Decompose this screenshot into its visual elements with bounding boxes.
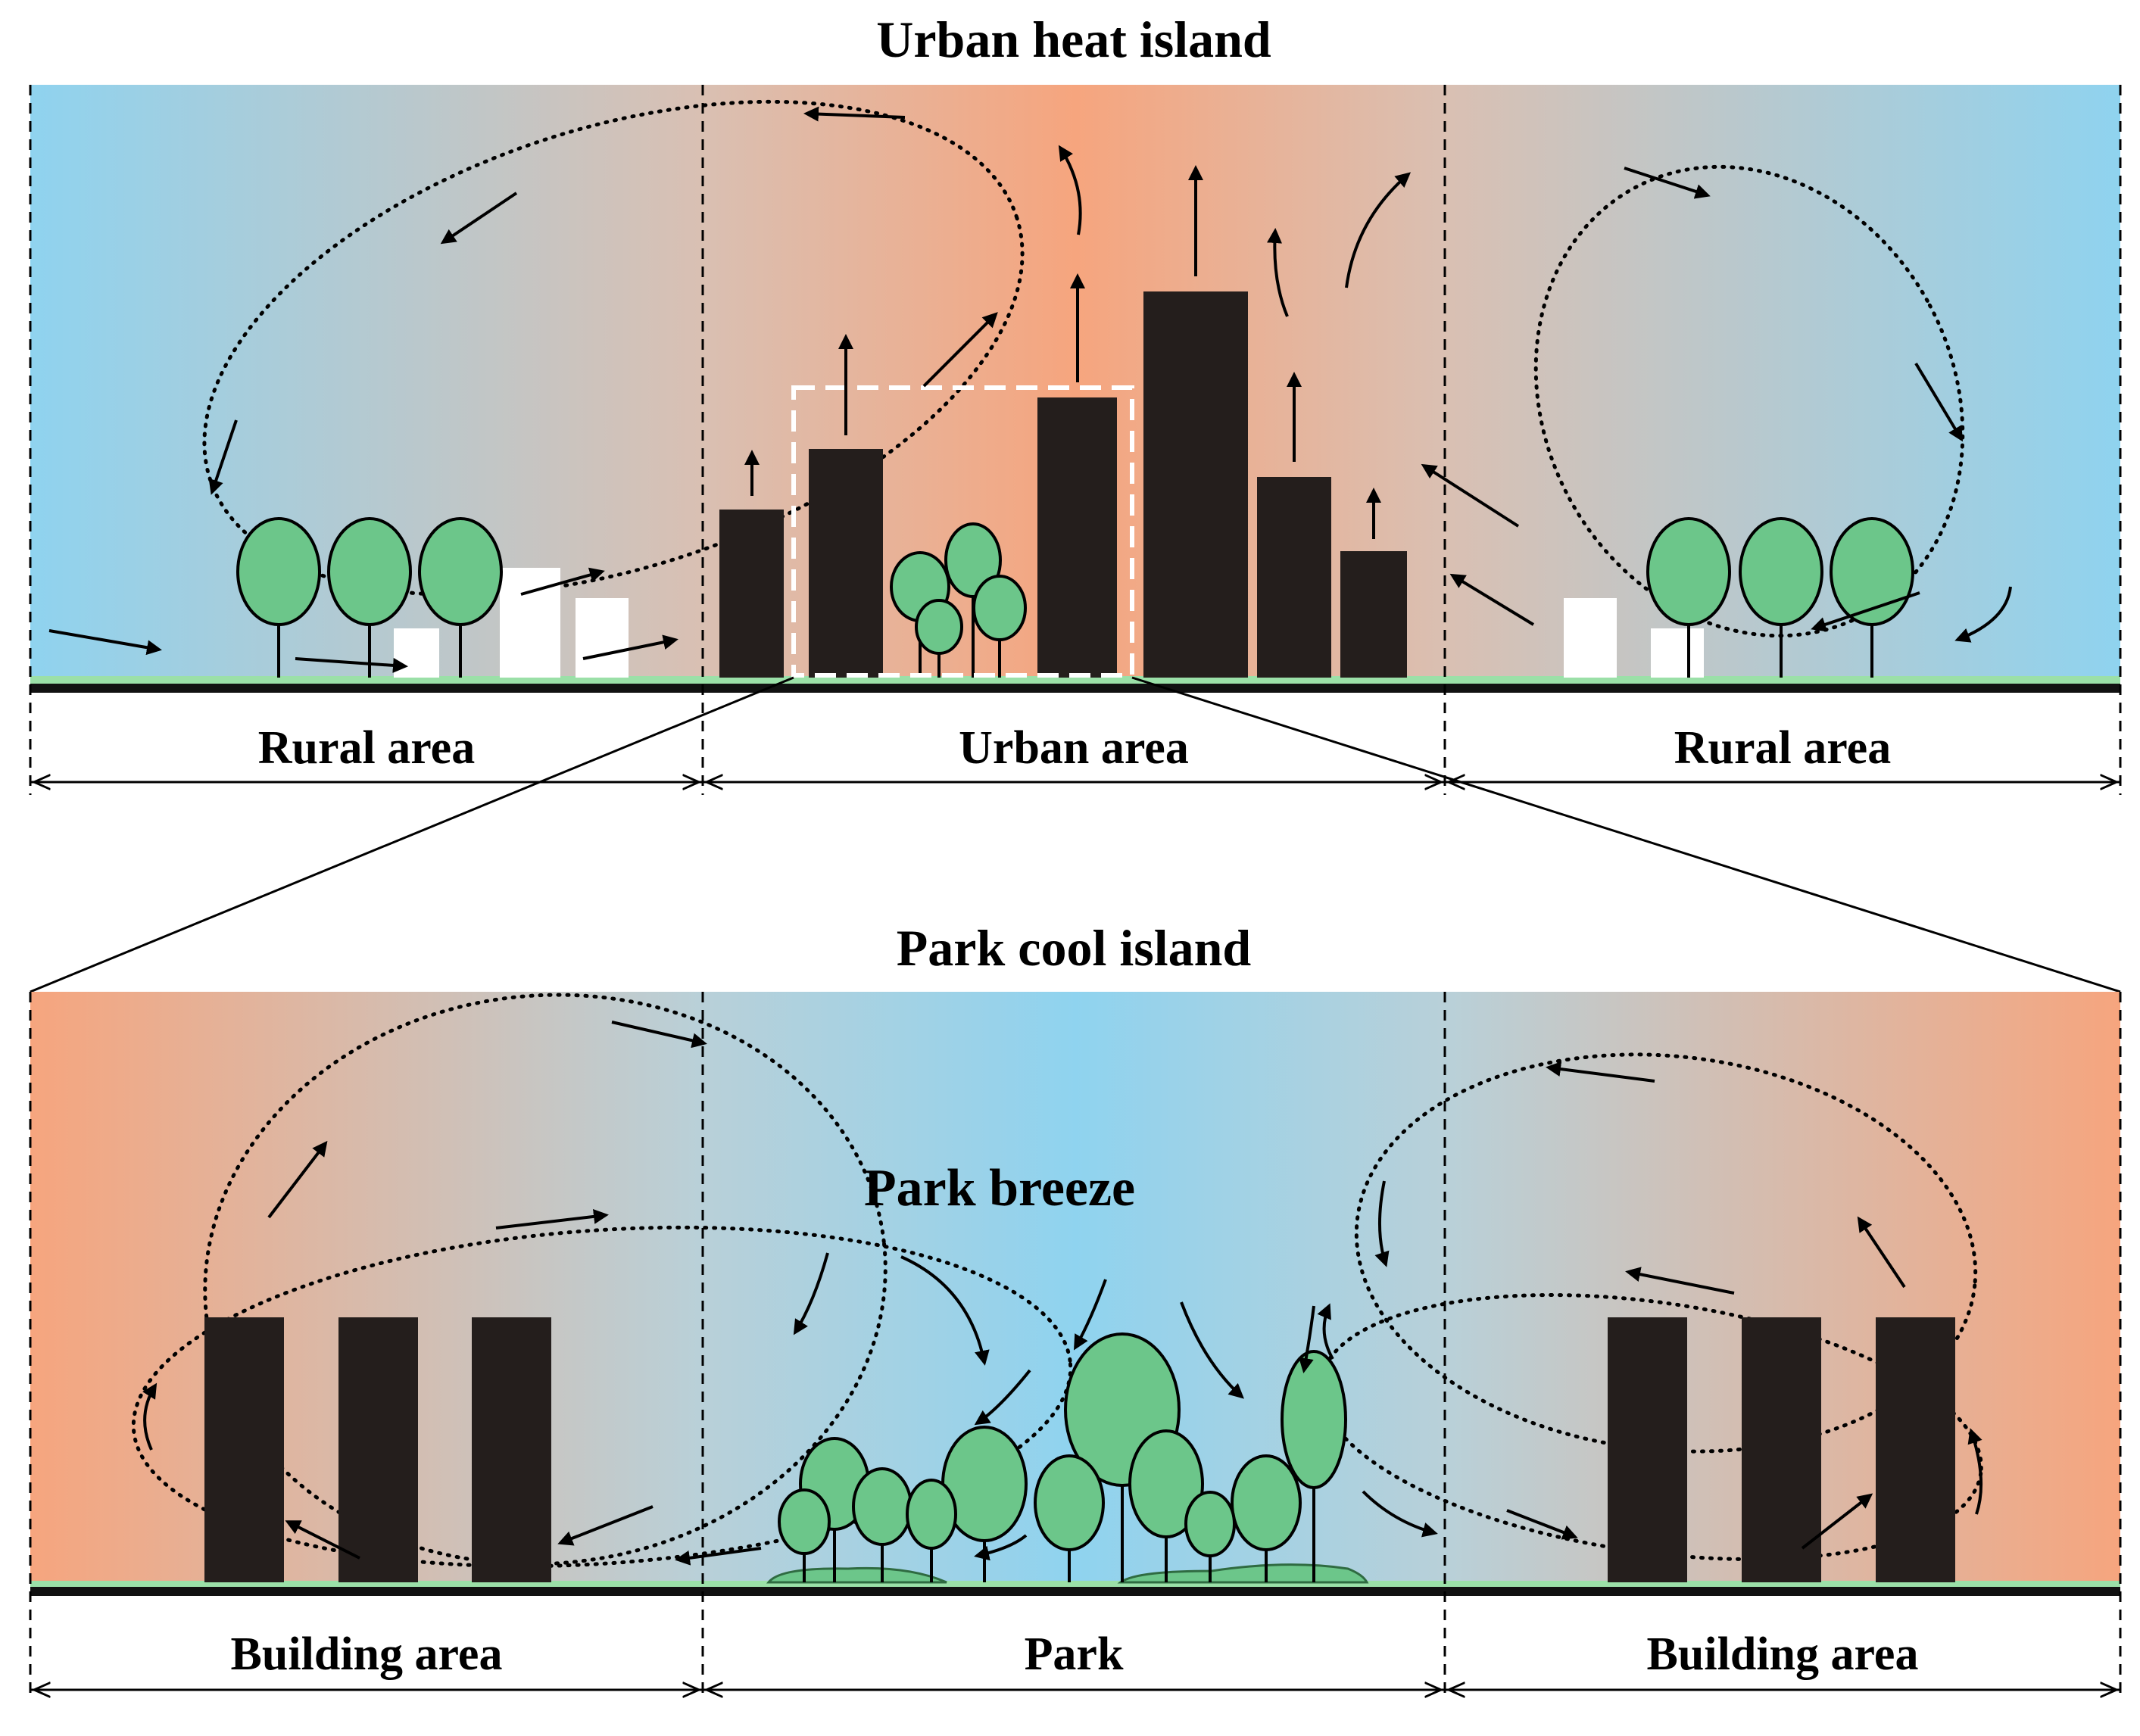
top-title: Urban heat island bbox=[876, 11, 1271, 68]
building bbox=[1143, 291, 1248, 678]
bottom-left-upper-loop bbox=[203, 993, 888, 1566]
building bbox=[472, 1317, 551, 1582]
building bbox=[1608, 1317, 1687, 1582]
zone-label-urban: Urban area bbox=[959, 722, 1189, 774]
bottom-title: Park cool island bbox=[897, 919, 1252, 977]
building bbox=[809, 449, 883, 678]
bottom-panel: Park breeze Building area Park Building … bbox=[29, 992, 2122, 1700]
park-trees bbox=[778, 1332, 1347, 1582]
building bbox=[1257, 477, 1331, 678]
rural-house bbox=[1564, 598, 1617, 678]
zone-label-building-left: Building area bbox=[231, 1628, 503, 1680]
zone-label-rural-right: Rural area bbox=[1674, 722, 1891, 774]
building bbox=[719, 510, 784, 678]
building bbox=[204, 1317, 284, 1582]
top-zone-dividers bbox=[29, 85, 2122, 795]
zone-label-park: Park bbox=[1025, 1628, 1124, 1680]
top-ground-line bbox=[30, 684, 2120, 693]
right-buildings bbox=[1608, 1317, 1955, 1582]
left-buildings bbox=[204, 1317, 551, 1582]
building bbox=[338, 1317, 418, 1582]
rural-trees-right bbox=[1646, 517, 1914, 678]
zone-label-rural-left: Rural area bbox=[258, 722, 475, 774]
bottom-zone-dividers bbox=[29, 992, 2122, 1700]
zone-label-building-right: Building area bbox=[1647, 1628, 1919, 1680]
building bbox=[1876, 1317, 1955, 1582]
top-airflow-arrows bbox=[48, 106, 2012, 673]
bottom-ground-line bbox=[30, 1587, 2120, 1596]
top-ground-strip bbox=[30, 676, 2120, 684]
top-panel: Rural area Urban area Rural area bbox=[29, 85, 2122, 795]
bottom-left-lower-loop bbox=[131, 1225, 1073, 1569]
rural-trees-left bbox=[236, 517, 503, 678]
zoom-connector-lines bbox=[30, 676, 2121, 993]
park-highlight-box bbox=[791, 385, 1134, 678]
park-breeze-arrows bbox=[900, 1255, 1438, 1561]
rural-house bbox=[576, 598, 629, 678]
urban-park-trees bbox=[890, 522, 1027, 678]
bottom-right-airflow-arrows bbox=[1317, 1061, 1983, 1550]
urban-buildings bbox=[719, 291, 1407, 678]
building bbox=[1340, 551, 1407, 678]
bottom-left-airflow-arrows bbox=[142, 1021, 829, 1566]
top-right-circulation-loop bbox=[1533, 164, 1965, 638]
building bbox=[1037, 397, 1117, 678]
heat-rising-arrows bbox=[744, 145, 1381, 539]
rural-house bbox=[394, 628, 439, 678]
bottom-ground-strip bbox=[30, 1581, 2120, 1587]
bottom-right-upper-loop bbox=[1354, 1052, 1978, 1454]
rural-house bbox=[1651, 628, 1704, 678]
park-breeze-label: Park breeze bbox=[864, 1159, 1135, 1217]
building bbox=[1742, 1317, 1821, 1582]
park-bushes bbox=[766, 1563, 1369, 1584]
